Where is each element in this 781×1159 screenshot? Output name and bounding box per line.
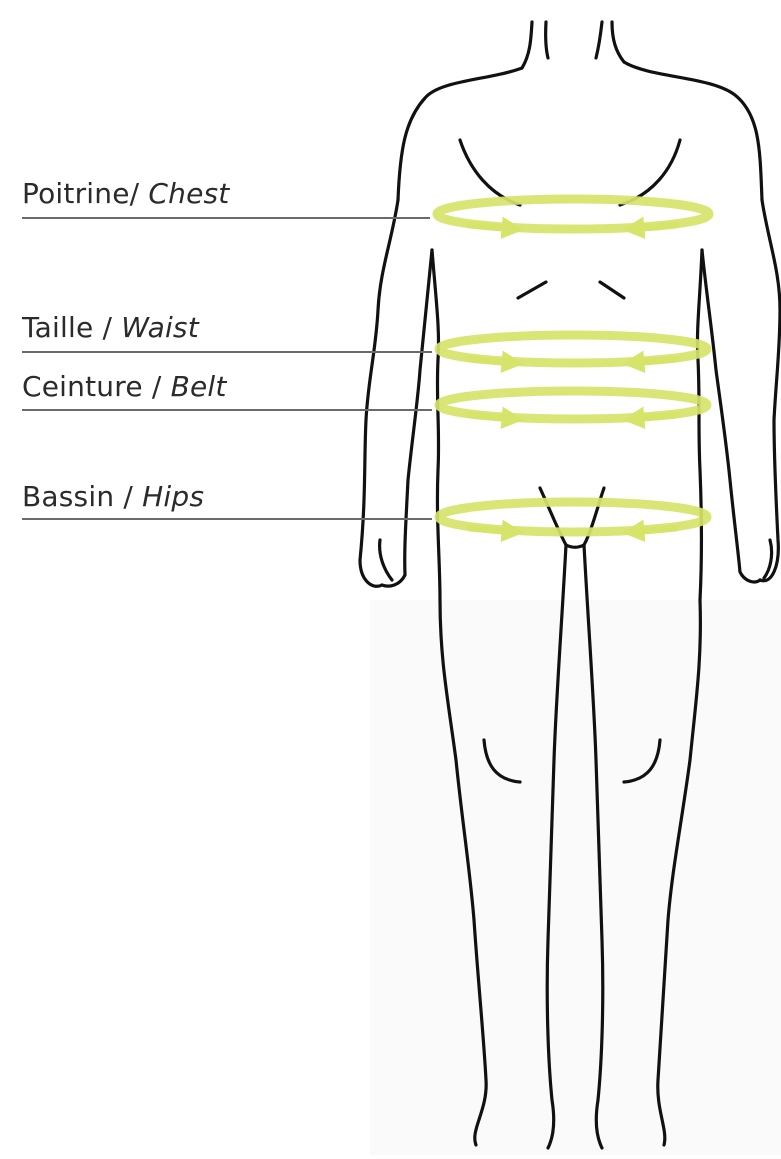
torso-left: [432, 250, 440, 600]
waist-arrow-right: [631, 359, 676, 363]
measurement-arrows: [470, 225, 676, 532]
ab-left: [518, 282, 546, 298]
neck-left-inner: [546, 22, 548, 58]
hips-label: Bassin / Hips: [22, 483, 204, 511]
arm-right-inner: [702, 250, 760, 582]
hand-left-finger: [380, 540, 392, 580]
background-tint: [370, 600, 781, 1155]
arm-right-outer: [760, 200, 780, 581]
belt-arrow-right: [631, 415, 676, 419]
shoulder-left: [398, 68, 522, 200]
belt-arrow-left: [470, 415, 515, 419]
neck-right-inner: [596, 22, 602, 58]
hips-label-en: Hips: [142, 480, 204, 513]
hand-right-finger: [764, 540, 772, 578]
pec-left: [460, 140, 520, 205]
chest-label-en: Chest: [148, 177, 229, 210]
arm-left-outer: [360, 200, 398, 586]
waist-arrow-left: [470, 359, 515, 363]
chest-label-fr: Poitrine/: [22, 177, 148, 210]
arm-left-inner: [382, 250, 432, 586]
neck-left: [522, 22, 532, 68]
hips-arrow-left: [470, 528, 515, 532]
shoulder-right: [624, 62, 762, 200]
waist-label: Taille / Waist: [22, 314, 199, 342]
groin: [540, 488, 604, 547]
ab-right: [600, 282, 624, 298]
hips-label-fr: Bassin /: [22, 480, 142, 513]
chest-label: Poitrine/ Chest: [22, 180, 229, 208]
belt-label-en: Belt: [171, 370, 227, 403]
hips-arrow-right: [631, 528, 676, 532]
belt-label: Ceinture / Belt: [22, 373, 227, 401]
chest-arrow-left: [470, 225, 515, 229]
chest-arrow-right: [631, 225, 676, 229]
neck-right: [612, 22, 624, 62]
waist-label-fr: Taille /: [22, 311, 121, 344]
torso-right: [697, 250, 702, 600]
measurement-rings: [437, 199, 709, 532]
pec-right: [620, 140, 680, 205]
belt-label-fr: Ceinture /: [22, 370, 171, 403]
waist-label-en: Waist: [121, 311, 199, 344]
